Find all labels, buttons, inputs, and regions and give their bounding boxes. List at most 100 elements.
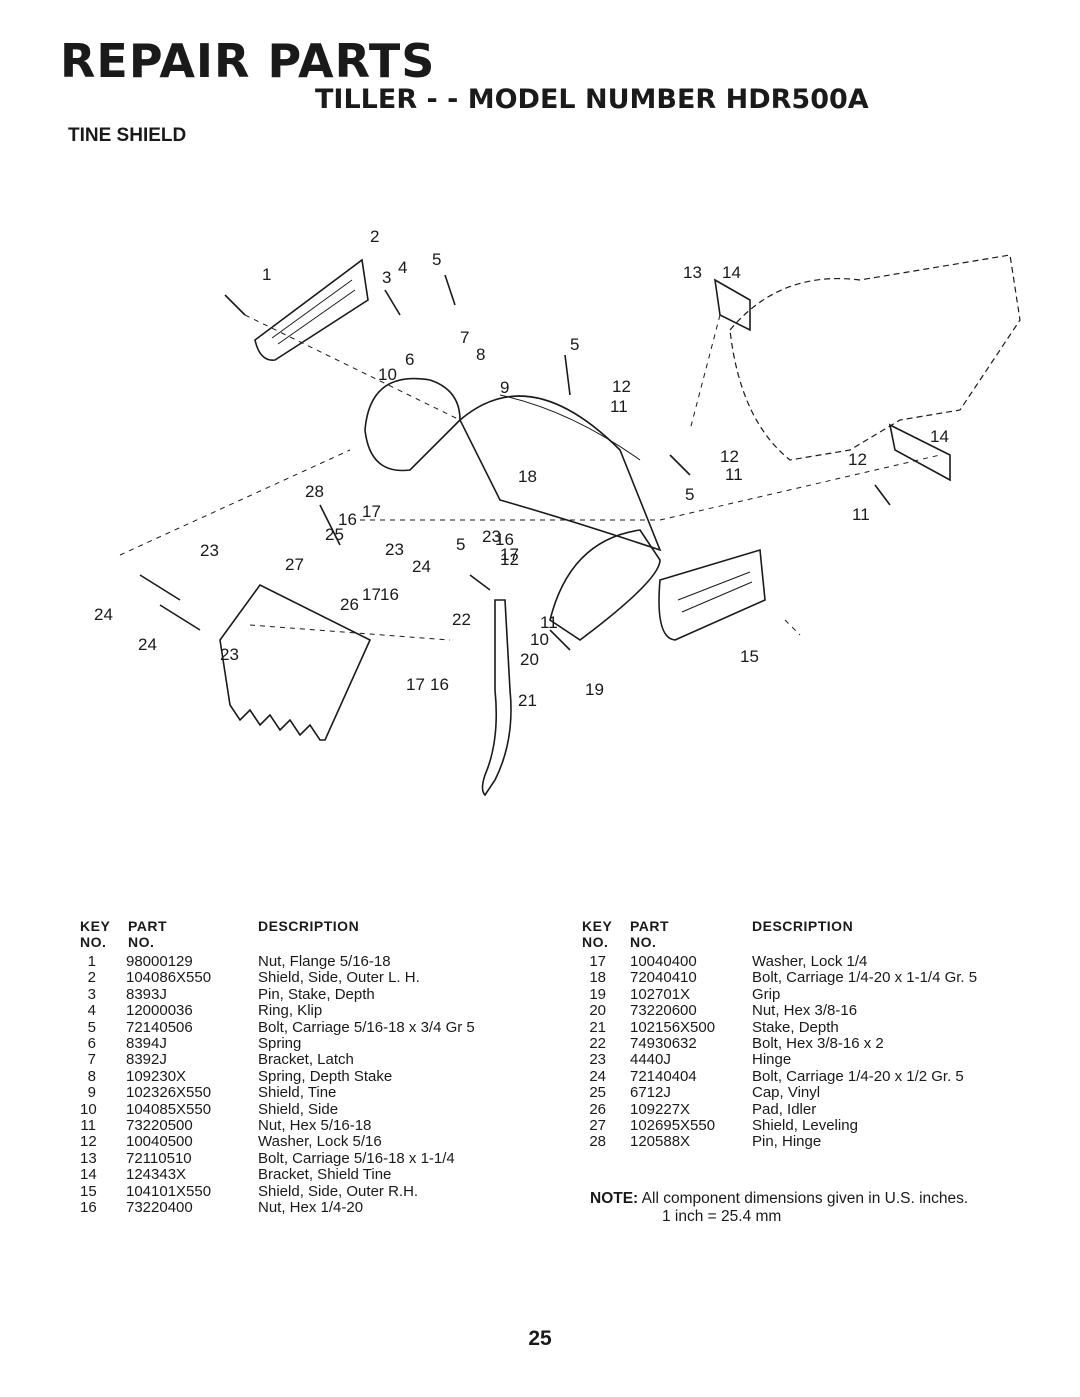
callout-11b: 11 [725,465,743,484]
callout-16c: 16 [380,585,399,604]
part-no: 12000036 [126,1002,193,1020]
part-no: 72040410 [630,969,697,987]
part-description: Shield, Side, Outer L. H. [258,969,420,987]
page-number: 25 [528,1327,552,1350]
part-no: 8392J [126,1051,167,1069]
part-no: 124343X [126,1166,187,1184]
part-description: Spring [258,1035,302,1052]
header-part-no: NO. [630,934,657,950]
side-shield-outer-left [254,258,369,361]
part-no: 104086X550 [126,969,212,987]
key-no: 10 [80,1100,97,1118]
key-no: 18 [589,969,606,987]
part-description: Bracket, Latch [258,1051,354,1069]
shield-tine-bracket [713,278,751,332]
key-no: 6 [87,1035,96,1052]
part-no: 8394J [126,1035,167,1052]
part-no: 98000129 [126,953,193,970]
callout-2: 2 [370,227,379,246]
part-description: Bolt, Carriage 1/4-20 x 1/2 Gr. 5 [752,1067,964,1085]
key-no: 7 [87,1051,96,1069]
leveling-shield [219,583,372,741]
part-description: Ring, Klip [258,1002,323,1020]
callout-4: 4 [398,258,407,277]
shield-tine-bracket-right [888,423,951,482]
callout-25: 25 [325,525,344,544]
callout-5b: 5 [570,335,579,354]
side-shield-left [364,377,461,472]
key-no: 27 [589,1117,606,1134]
key-no: 21 [589,1018,606,1036]
part-description: Pad, Idler [752,1100,817,1118]
callout-23a: 23 [200,541,219,560]
part-description: Nut, Hex 5/16-18 [258,1117,372,1134]
part-no: 109230X [126,1067,187,1085]
part-description: Nut, Flange 5/16-18 [258,953,391,970]
callout-16d: 16 [430,675,449,694]
part-description: Shield, Side [258,1100,339,1118]
callout-14b: 14 [930,427,949,446]
callout-16b: 16 [495,530,514,549]
exploded-parts-diagram: 1 2 3 4 5 5 5 5 6 7 8 9 10 10 11 11 11 1… [94,227,1021,797]
callout-15: 15 [740,647,759,666]
callout-19: 19 [585,680,604,699]
callout-5c: 5 [685,485,694,504]
note-text: All component dimensions given in U.S. i… [641,1190,969,1207]
header-key-no: NO. [80,934,107,950]
callout-6: 6 [405,350,414,369]
part-description: Bracket, Shield Tine [258,1166,392,1184]
part-no: 8393J [126,985,167,1003]
part-description: Nut, Hex 1/4-20 [258,1199,364,1216]
part-no: 73220600 [630,1002,697,1020]
part-description: Shield, Side, Outer R.H. [258,1182,419,1200]
header-part-no: NO. [128,934,155,950]
part-no: 73220400 [126,1199,193,1216]
callout-12d: 12 [500,550,519,569]
key-no: 20 [589,1002,606,1020]
key-no: 17 [589,953,606,970]
callout-7: 7 [460,328,469,347]
part-description: Hinge [752,1051,792,1069]
key-no: 25 [589,1084,606,1102]
header-part: PART [630,918,670,934]
part-no: 10040400 [630,953,697,970]
key-no: 23 [589,1051,606,1069]
callout-5a: 5 [432,250,441,269]
callout-11a: 11 [610,397,628,416]
callout-23b: 23 [385,540,404,559]
callout-26: 26 [340,595,359,614]
callout-10b: 10 [530,630,549,649]
side-shield-outer-right [658,548,766,641]
key-no: 9 [87,1084,96,1102]
part-description: Pin, Hinge [752,1133,822,1151]
key-no: 11 [80,1117,96,1134]
header-key-no: NO. [582,934,609,950]
key-no: 28 [589,1133,606,1151]
callout-12b: 12 [720,447,739,466]
note-conversion: 1 inch = 25.4 mm [662,1208,782,1225]
callout-22: 22 [452,610,471,629]
callout-3: 3 [382,268,391,287]
callout-16a: 16 [338,510,357,529]
callout-17c: 17 [362,585,381,604]
hinge-pin [319,504,341,546]
section-heading: TINE SHIELD [68,125,187,146]
callout-24c: 24 [412,557,431,576]
part-description: Stake, Depth [752,1018,839,1036]
callout-17b: 17 [500,545,519,564]
grip [549,629,571,651]
part-no: 109227X [630,1100,691,1118]
header-description: DESCRIPTION [258,918,360,934]
part-no: 102701X [630,985,691,1003]
callout-27: 27 [285,555,304,574]
key-no: 16 [80,1199,97,1216]
part-no: 6712J [630,1084,671,1102]
note-label: NOTE: [590,1190,639,1207]
header-key: KEY [582,918,613,934]
part-no: 104085X550 [126,1100,212,1118]
part-no: 104101X550 [126,1182,212,1200]
callout-14a: 14 [722,263,741,282]
part-description: Spring, Depth Stake [258,1067,393,1085]
callout-17a: 17 [362,502,381,521]
